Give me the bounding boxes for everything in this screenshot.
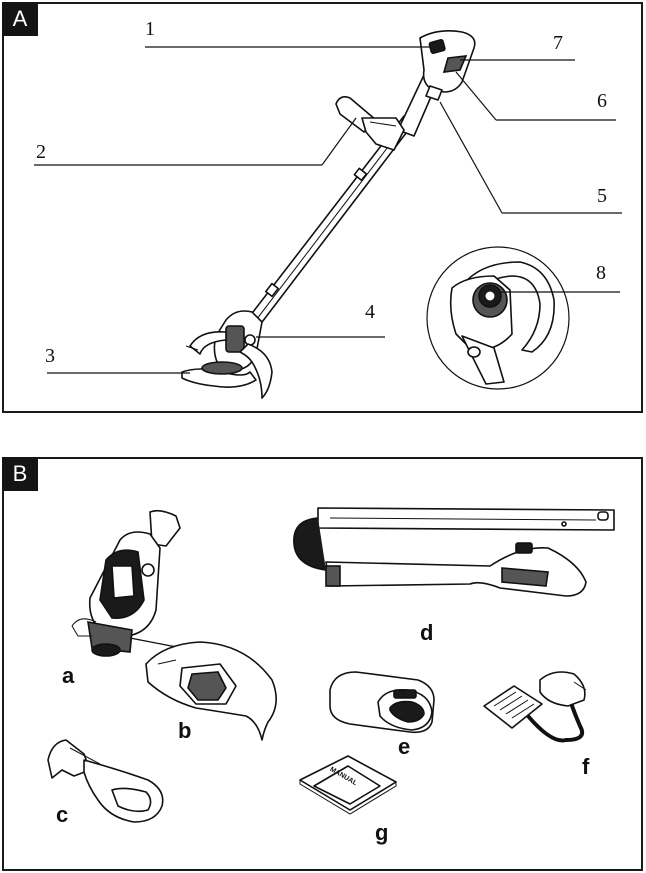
panel-a-tag: A xyxy=(2,2,38,36)
part-c-auxiliary-handle xyxy=(47,739,164,823)
part-label-c: c xyxy=(56,802,69,827)
part-label-a: a xyxy=(62,663,75,688)
part-b-guard xyxy=(145,641,277,741)
part-e-battery xyxy=(329,671,435,734)
spool-detail-inset xyxy=(426,246,570,390)
part-f-charger xyxy=(483,671,587,743)
part-a-motor-head xyxy=(71,509,193,657)
part-label-e: e xyxy=(398,734,411,759)
part-label-f: f xyxy=(582,754,590,779)
callout-7: 7 xyxy=(553,32,563,54)
callout-2: 2 xyxy=(36,141,46,163)
callout-5: 5 xyxy=(597,185,607,207)
callout-6: 6 xyxy=(597,90,607,112)
part-g-manual xyxy=(299,755,397,815)
panel-b-tag: B xyxy=(2,457,38,491)
callout-leaders-a xyxy=(34,46,622,374)
callout-3: 3 xyxy=(45,345,55,367)
callout-8: 8 xyxy=(596,262,606,284)
part-label-d: d xyxy=(420,620,434,645)
callout-4: 4 xyxy=(365,301,375,323)
part-d-handle-assembly xyxy=(293,507,615,597)
part-label-b: b xyxy=(178,718,192,743)
trimmer-illustration xyxy=(181,30,476,399)
callout-1: 1 xyxy=(145,18,155,40)
part-label-g: g xyxy=(375,820,389,845)
